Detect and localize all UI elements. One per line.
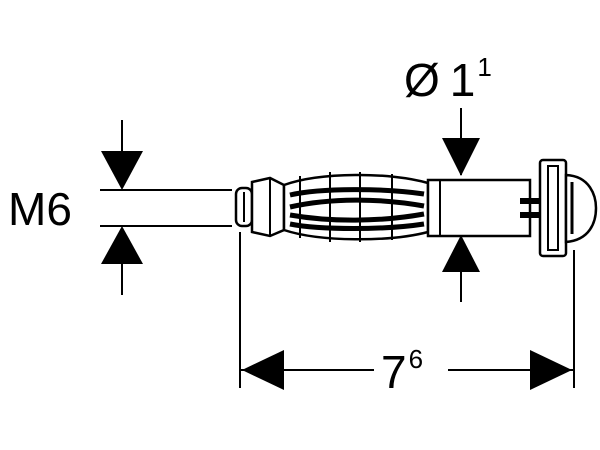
leg-ribs (299, 172, 393, 242)
diameter-symbol: Ø (404, 54, 440, 106)
length-left-arrow (242, 350, 284, 390)
anchor-body (234, 158, 598, 258)
diameter-superscript: 1 (477, 52, 491, 82)
diameter-top-arrow (442, 138, 480, 176)
leg-middle-slot (289, 197, 425, 210)
front-cone (250, 176, 286, 238)
length-dimension: 76 (239, 232, 575, 398)
sleeve (426, 178, 532, 238)
thread-top-arrow (101, 151, 143, 190)
length-label: 76 (381, 344, 423, 398)
leg-lower-slot (289, 211, 425, 223)
diameter-bottom-arrow (442, 235, 480, 272)
thread-label: M6 (8, 183, 72, 235)
length-value: 7 (381, 346, 407, 398)
diameter-value: 1 (450, 54, 476, 106)
leg-bottom-slot (289, 221, 425, 231)
thread-dimension: M6 (8, 120, 232, 295)
thread-bottom-arrow (101, 226, 143, 264)
length-right-arrow (530, 350, 572, 390)
length-superscript: 6 (409, 344, 423, 374)
collar-inner (547, 165, 559, 251)
leg-upper-slot (289, 187, 425, 198)
